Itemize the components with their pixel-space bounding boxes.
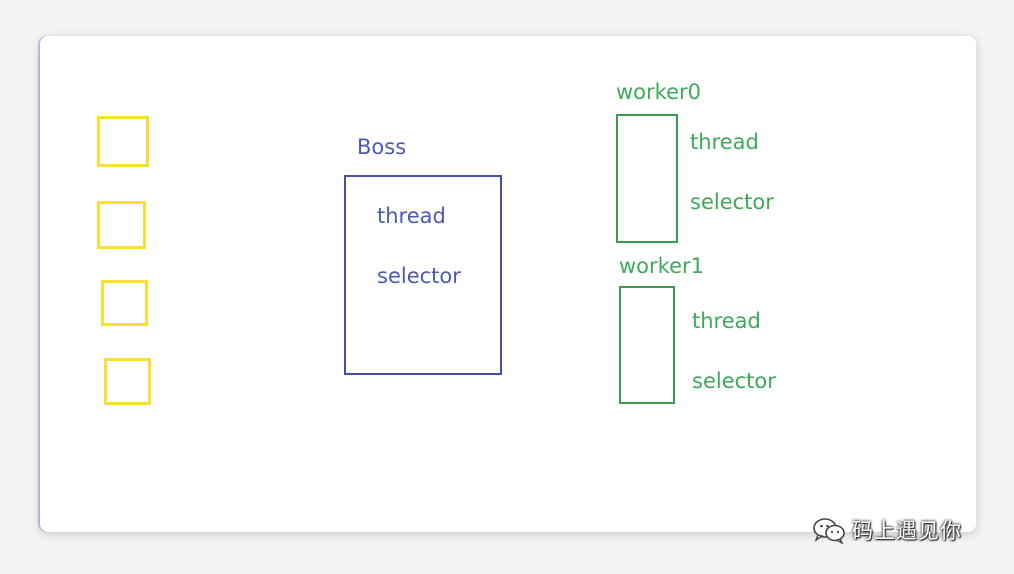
queue-box-3 (104, 358, 151, 405)
worker0-selector-label: selector (690, 190, 774, 214)
watermark: 码上遇见你 (812, 514, 962, 546)
boss-box (344, 175, 502, 375)
wechat-icon (812, 516, 846, 545)
boss-title: Boss (357, 135, 407, 159)
diagram-canvas (40, 36, 976, 532)
worker0-box (616, 114, 678, 243)
boss-selector-label: selector (377, 264, 461, 288)
worker0-thread-label: thread (690, 130, 759, 154)
worker1-title: worker1 (619, 254, 704, 278)
queue-box-0 (97, 116, 149, 167)
worker0-title: worker0 (616, 80, 701, 104)
queue-box-2 (101, 280, 148, 326)
watermark-text: 码上遇见你 (852, 519, 962, 543)
queue-box-1 (97, 201, 146, 249)
worker1-selector-label: selector (692, 369, 776, 393)
worker1-box (619, 286, 675, 404)
boss-thread-label: thread (377, 204, 446, 228)
worker1-thread-label: thread (692, 309, 761, 333)
